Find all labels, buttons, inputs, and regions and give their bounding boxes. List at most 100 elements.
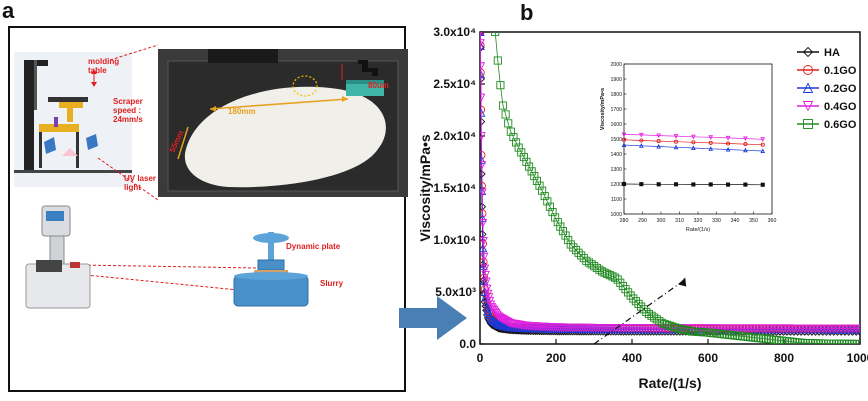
- legend-label-04go: 0.4GO: [824, 101, 857, 113]
- inset-point-04go: [691, 134, 696, 140]
- inset-point-02go: [639, 143, 644, 148]
- inset-point-02go: [691, 145, 696, 151]
- data-point-06go: [683, 326, 693, 335]
- inset-x-tick-label: 320: [694, 218, 703, 224]
- data-point-06go: [629, 294, 638, 303]
- inset-x-tick-label: 290: [638, 218, 647, 224]
- inset-point-ha: [656, 182, 661, 187]
- inset-y-tick-label: 1700: [610, 107, 622, 113]
- inset-point-ha: [743, 182, 748, 187]
- inset-y-tick-label: 1800: [610, 92, 622, 98]
- inset-point-04go: [760, 137, 766, 142]
- data-point-06go: [574, 248, 583, 257]
- legend-label-ha: HA: [824, 47, 840, 59]
- y-axis-label: Viscosity/mPa•s: [417, 134, 433, 242]
- inset-point-02go: [743, 147, 748, 153]
- data-point-02go: [487, 314, 497, 324]
- data-point-06go: [498, 101, 508, 110]
- data-point-06go: [558, 227, 567, 236]
- printer-schematic: [14, 52, 132, 187]
- data-point-06go: [556, 222, 565, 231]
- inset-y-tick-label: 1300: [610, 167, 622, 173]
- inset-x-tick-label: 330: [712, 218, 721, 224]
- rheometer-device: [25, 205, 91, 309]
- data-point-06go: [525, 162, 534, 171]
- molding-table-label: molding table: [88, 57, 120, 76]
- data-point-06go: [501, 110, 510, 119]
- inset-point-ha: [639, 182, 644, 187]
- inset-point-ha: [760, 182, 765, 187]
- data-point-06go: [634, 299, 643, 308]
- inset-y-tick-label: 1400: [610, 152, 622, 158]
- inset-y-tick-label: 1000: [610, 212, 622, 218]
- legend-marker-ha: [802, 46, 814, 58]
- inset-point-04go: [725, 135, 731, 141]
- data-point-06go: [530, 172, 539, 181]
- inset-point-ha: [726, 182, 731, 187]
- data-point-06go: [626, 291, 635, 300]
- y-tick-label: 1.5x10⁴: [433, 181, 476, 195]
- inset-line-02go: [623, 144, 763, 152]
- inset-point-ha: [691, 182, 696, 187]
- data-point-02go: [494, 319, 503, 329]
- legend-marker-01go: [803, 65, 813, 75]
- data-point-06go: [535, 181, 544, 190]
- data-point-04go: [482, 284, 492, 294]
- data-point-06go: [509, 132, 518, 142]
- data-point-06go: [579, 254, 588, 263]
- panel-b-letter: b: [520, 0, 534, 25]
- inset-point-04go: [656, 133, 662, 139]
- viscosity-rate-chart: 0.05.0x10³1.0x10⁴1.5x10⁴2.0x10⁴2.5x10⁴3.…: [417, 25, 868, 391]
- inset-x-tick-label: 280: [620, 218, 629, 224]
- x-tick-label: 1000: [847, 351, 868, 365]
- y-tick-label: 5.0x10³: [435, 285, 476, 299]
- data-point-06go: [676, 324, 685, 333]
- x-tick-label: 200: [546, 351, 566, 365]
- data-point-06go: [545, 202, 554, 211]
- x-axis-label: Rate/(1/s): [638, 375, 701, 391]
- inset-point-01go: [743, 142, 748, 147]
- inset-x-tick-label: 300: [657, 218, 666, 224]
- length-label: 180mm: [228, 107, 256, 116]
- data-point-06go: [637, 302, 646, 311]
- inset-x-tick-label: 350: [749, 218, 758, 224]
- x-tick-label: 800: [774, 351, 794, 365]
- inset-point-01go: [656, 139, 661, 144]
- inset-x-axis-label: Rate/(1/s): [686, 227, 710, 233]
- zoom-arrow-head: [678, 277, 687, 287]
- data-point-06go: [673, 324, 682, 333]
- data-point-06go: [655, 317, 664, 326]
- data-point-06go: [577, 251, 586, 260]
- data-point-06go: [678, 325, 687, 334]
- inset-y-tick-label: 1200: [610, 182, 622, 188]
- inset-line-01go: [623, 139, 763, 146]
- y-tick-label: 3.0x10⁴: [433, 25, 476, 39]
- inset-y-axis-label: Viscosity/mPa•s: [600, 88, 606, 130]
- inset-point-02go: [656, 143, 662, 149]
- inset-point-02go: [725, 146, 731, 152]
- inset-point-01go: [691, 140, 696, 145]
- inset-point-01go: [673, 139, 679, 144]
- inset-y-tick-label: 1500: [610, 137, 622, 143]
- data-point-04go: [500, 316, 510, 325]
- data-point-06go: [511, 138, 521, 147]
- data-point-06go: [605, 271, 614, 280]
- printed-part-photo: [158, 49, 408, 197]
- data-point-02go: [489, 316, 499, 326]
- data-point-02go: [482, 302, 492, 312]
- inset-y-tick-label: 2000: [610, 62, 622, 68]
- legend-marker-04go: [802, 101, 814, 112]
- inset-x-tick-label: 360: [768, 218, 777, 224]
- data-point-06go: [514, 143, 523, 152]
- zoom-arrow-line: [593, 279, 686, 345]
- data-point-06go: [631, 297, 640, 306]
- inset-point-01go: [760, 142, 765, 147]
- legend-marker-02go: [802, 82, 814, 93]
- x-tick-label: 400: [622, 351, 642, 365]
- data-point-06go: [686, 327, 695, 336]
- data-point-06go: [657, 318, 667, 327]
- inset-point-04go: [621, 132, 627, 138]
- data-point-06go: [551, 213, 560, 222]
- panel-a-letter: a: [2, 0, 15, 23]
